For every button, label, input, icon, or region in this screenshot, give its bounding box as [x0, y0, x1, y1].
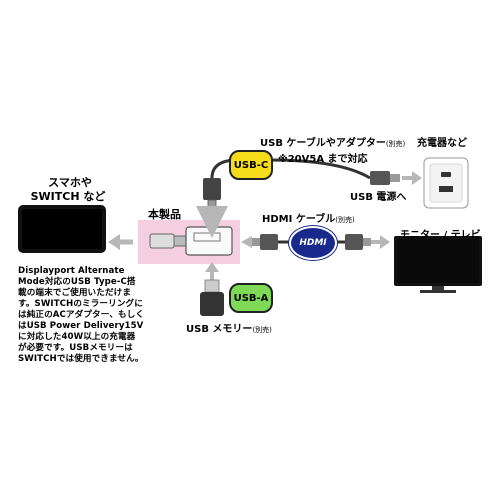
usb-stick-icon	[200, 262, 224, 316]
compatibility-note: Displayport Alternate Mode対応のUSB Type-C搭…	[18, 266, 168, 365]
usb-cable	[236, 158, 422, 185]
smartphone-label: スマホや	[40, 176, 100, 189]
hdmi-cable-sold-label: (別売)	[335, 216, 355, 224]
monitor-label: モニター / テレビ	[400, 230, 481, 241]
usb-c-badge-label: USB-C	[233, 159, 269, 171]
usb-a-badge: USB-A	[229, 283, 273, 313]
note-line: SWITCHでは使用できません。	[18, 354, 144, 364]
usb-power-label: USB 電源へ	[350, 192, 407, 203]
note-line: Mode対応のUSB Type-C搭	[18, 277, 136, 287]
note-line: は純正のACアダプター、もしく	[18, 310, 145, 320]
charger-icon	[423, 157, 469, 209]
monitor-icon	[394, 236, 482, 293]
usb-cable-spec: ※20V5A まで対応	[278, 154, 368, 165]
usb-memory-label: USB メモリー(別売)	[186, 320, 272, 335]
note-line: が必要です。USBメモリーは	[18, 343, 133, 353]
product-label: 本製品	[148, 208, 181, 221]
arrow-to-device	[108, 234, 133, 250]
usb-cable-sold-label: (別売)	[385, 140, 406, 148]
smartphone-label-line1: スマホや	[48, 176, 92, 189]
charger-label: 充電器など	[417, 138, 467, 149]
note-line: に対応した40W以上の充電器	[18, 332, 136, 342]
smartphone-icon	[18, 205, 106, 253]
note-line: Displayport Alternate	[18, 266, 125, 276]
usb-cable-label: USB ケーブルやアダプター(別売)	[260, 134, 405, 149]
hdmi-badge: HDMI	[289, 226, 337, 260]
usb-a-badge-label: USB-A	[233, 292, 269, 304]
smartphone-label-line2: SWITCH など	[30, 190, 106, 203]
hdmi-cable-label-main: HDMI ケーブル	[262, 214, 336, 225]
usb-memory-sold-label: (別売)	[252, 326, 272, 334]
usb-memory-label-main: USB メモリー	[186, 324, 253, 335]
switch-label: SWITCH など	[20, 190, 116, 203]
hdmi-cable-label: HDMI ケーブル(別売)	[262, 210, 355, 225]
usb-c-badge: USB-C	[229, 150, 273, 180]
note-line: す。SWITCHのミラーリングに	[18, 299, 143, 309]
hdmi-badge-label: HDMI	[299, 238, 327, 248]
usb-cable-label-main: USB ケーブルやアダプター	[260, 138, 386, 149]
note-line: はUSB Power Delivery15V	[18, 321, 144, 331]
note-line: 載の端末でご使用いただけま	[18, 288, 132, 298]
